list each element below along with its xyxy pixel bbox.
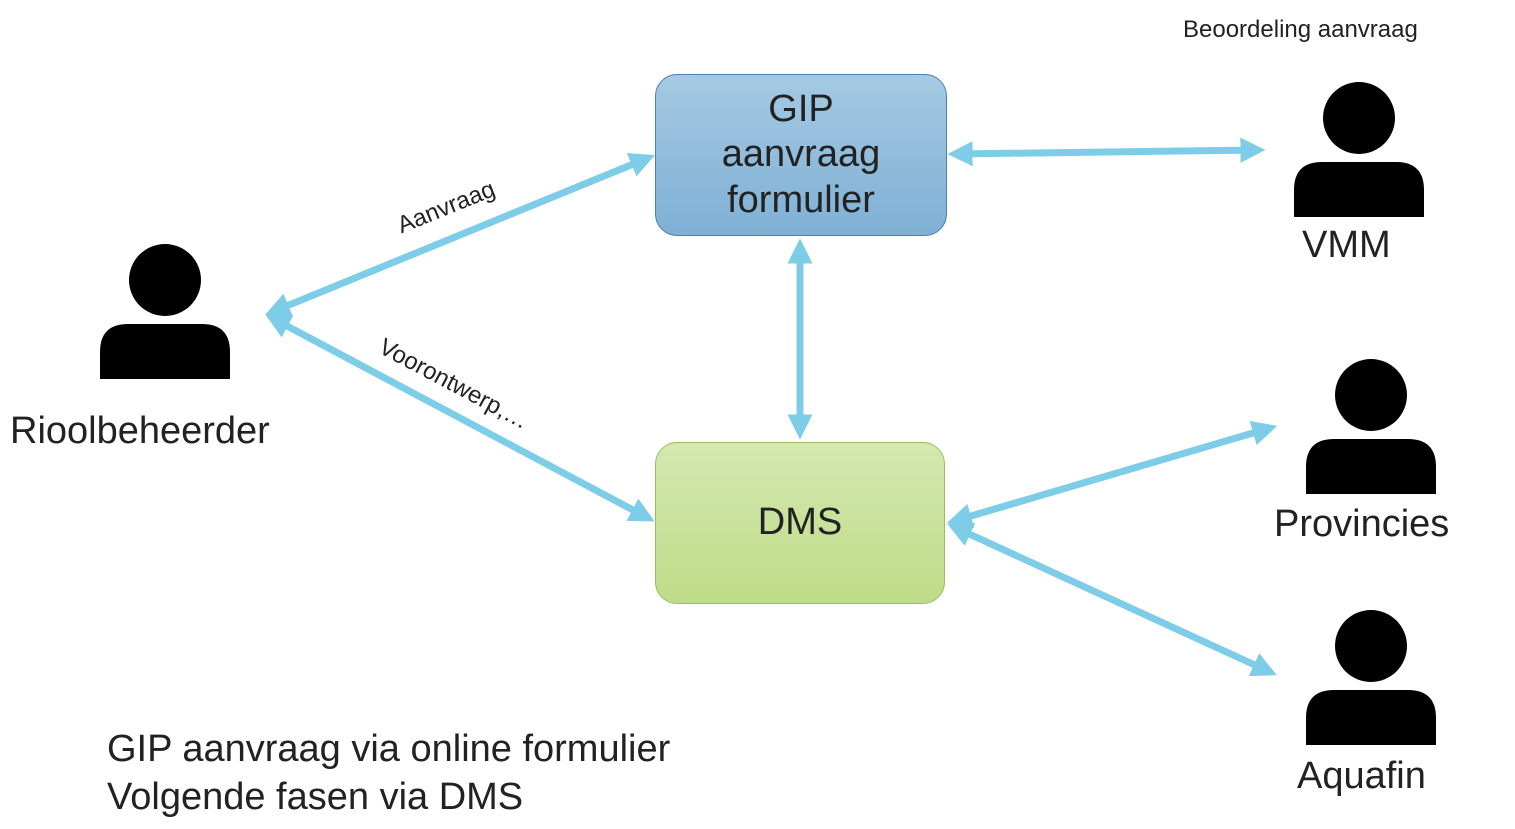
gip-form-line-3: formulier [727,178,875,221]
arrow-dms-aquafin [947,522,1277,677]
gip-form-line-1: GIP [768,87,834,130]
vmm-role-label: Beoordeling aanvraag [1183,16,1418,43]
dms-node: DMS [655,442,945,604]
arrow-rioolbeheerder-gip [265,153,655,317]
aquafin-person-icon [1306,610,1436,745]
arrow-rioolbeheerder-dms [265,314,655,522]
note-line-2: Volgende fasen via DMS [107,775,524,818]
arrow-gip-vmm [947,137,1266,167]
gip-form-line-2: aanvraag [721,133,881,176]
rioolbeheerder-label: Rioolbeheerder [10,410,270,452]
provincies-label: Provincies [1274,503,1450,545]
provincies-person-icon [1306,359,1436,494]
vmm-person-icon [1294,82,1424,217]
rioolbeheerder-person-icon [100,244,230,379]
aquafin-label: Aquafin [1297,755,1426,797]
dms-label: DMS [757,501,843,544]
gip-form-node: GIP aanvraag formulier [655,74,947,236]
vmm-label: VMM [1302,224,1391,266]
note-line-1: GIP aanvraag via online formulier [107,728,671,770]
notes-block: GIP aanvraag via online formulier Volgen… [107,726,670,821]
arrow-dms-provincies [946,420,1278,529]
